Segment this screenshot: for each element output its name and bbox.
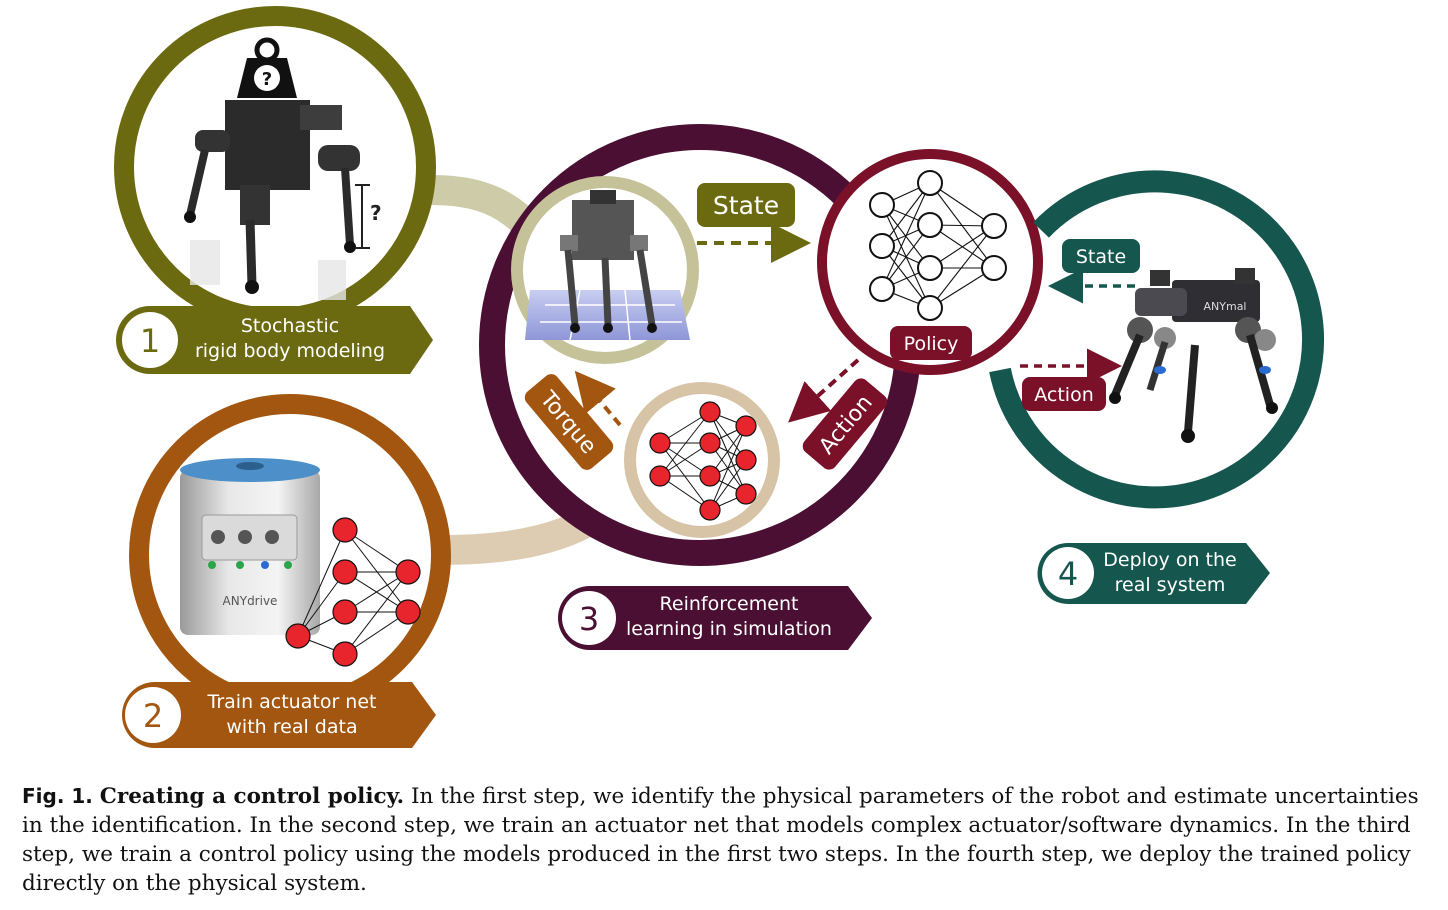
sim-state-flow: State (697, 183, 811, 263)
step2-number: 2 (143, 697, 163, 735)
policy-label: Policy (904, 333, 959, 355)
real-state-badge (1062, 239, 1140, 273)
step4-number: 4 (1058, 555, 1078, 593)
anymal-logo: ANYmal (1204, 300, 1247, 313)
real-state-flow: State (1048, 239, 1140, 304)
real-action-flow: Action (1020, 348, 1122, 411)
control-policy-diagram: ? ? 1 Stochastic rigid body modeling (114, 6, 1324, 748)
actuator-net-icon (285, 517, 421, 667)
torque-flow: Torque (524, 370, 622, 470)
sim-action-badge (802, 378, 888, 470)
sim-state-label: State (713, 191, 779, 220)
step2-title-line2: with real data (226, 716, 357, 738)
step1-title-line1: Stochastic (241, 315, 339, 337)
simulated-robot-icon (525, 190, 690, 341)
leg-length-uncertainty-mark: ? (370, 201, 382, 225)
step3-title-line1: Reinforcement (660, 593, 799, 615)
step3-number: 3 (579, 600, 599, 638)
real-state-label: State (1076, 246, 1126, 268)
rigid-body-robot-icon: ? (184, 100, 382, 300)
step3-panel: State Action Torque (479, 124, 1043, 650)
step2-title-line1: Train actuator net (207, 691, 377, 713)
step2-label-banner: 2 Train actuator net with real data (122, 682, 436, 748)
figure-caption: Fig. 1. Creating a control policy. In th… (22, 782, 1422, 898)
anydrive-logo: ANYdrive (223, 594, 278, 608)
anymal-robot-icon: ANYmal (1109, 268, 1278, 443)
step3-title-line2: learning in simulation (626, 618, 832, 640)
real-action-badge (1022, 377, 1106, 411)
figure-caption-body: In the first step, we identify the physi… (22, 784, 1419, 896)
step4-title-line2: real system (1115, 574, 1226, 596)
sim-actuator-net-icon (649, 401, 757, 521)
policy-net-icon (869, 170, 1007, 321)
figure-label: Fig. 1. (22, 784, 93, 808)
figure-title: Creating a control policy. (99, 784, 405, 809)
step1-number: 1 (140, 322, 160, 360)
sim-state-badge (697, 183, 795, 227)
step3-label-banner: 3 Reinforcement learning in simulation (558, 586, 872, 650)
step4-panel: ANYmal State Action (989, 170, 1324, 604)
step4-ring (989, 170, 1324, 509)
policy-badge (890, 326, 972, 360)
step1-title-line2: rigid body modeling (195, 340, 385, 362)
step1-panel: ? ? 1 Stochastic rigid body modeling (114, 6, 436, 374)
real-action-label: Action (1034, 384, 1094, 406)
mass-weight-icon: ? (237, 37, 297, 98)
step1-label-banner: 1 Stochastic rigid body modeling (116, 306, 433, 374)
step4-title-line1: Deploy on the (1103, 549, 1236, 571)
mass-uncertainty-mark: ? (262, 69, 272, 90)
step4-label-banner: 4 Deploy on the real system (1037, 543, 1270, 604)
step2-panel: ANYdrive 2 Train actuator net with real … (122, 394, 451, 748)
torque-badge (524, 374, 614, 470)
anydrive-actuator-icon: ANYdrive (180, 458, 320, 635)
